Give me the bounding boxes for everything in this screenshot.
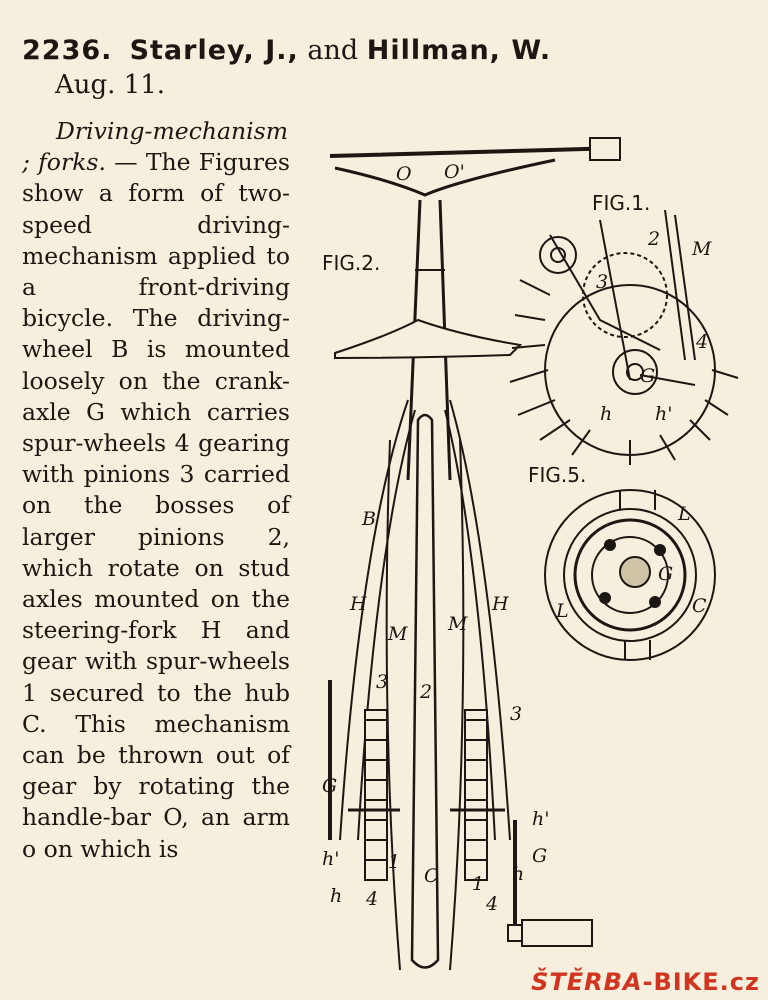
fig2-label-G-left: G	[322, 775, 337, 797]
abstract-body: The Figures show a form of two-speed dri…	[22, 148, 290, 863]
fig1-label-3: 3	[596, 271, 608, 293]
abstract-text: Driving-mechanism ; forks. — The Figures…	[22, 116, 290, 865]
watermark-brand: ŠTĚRBA	[531, 968, 643, 996]
fig2-label-h-prime-right: h'	[532, 808, 549, 830]
watermark-suffix: -BIKE.cz	[642, 968, 760, 996]
fig5-label-G: G	[658, 563, 673, 585]
fig2-label-O: O	[396, 163, 412, 185]
fig5-label-L-top: L	[677, 503, 691, 525]
patent-figures: FIG.2. FIG.1. FIG.5. O O' B H H M M 2 3 …	[322, 137, 739, 971]
figure-2-drawing	[328, 137, 621, 971]
entry-date: Aug. 11.	[55, 70, 166, 100]
fig2-label-3-right: 3	[510, 703, 522, 725]
fig2-label-1-right: 1	[472, 873, 484, 895]
fig2-label-H-right: H	[491, 593, 509, 615]
fig1-label-2: 2	[647, 228, 660, 250]
site-watermark: ŠTĚRBA-BIKE.cz	[531, 968, 760, 996]
fig1-label-G: G	[640, 365, 655, 387]
fig2-label-h-prime-left: h'	[322, 848, 339, 870]
fig2-label-O-prime: O'	[444, 161, 465, 183]
fig2-label: FIG.2.	[322, 251, 380, 275]
conjunction: and	[307, 35, 359, 66]
fig2-label-M-right: M	[447, 613, 468, 635]
fig2-label-C: C	[424, 865, 439, 887]
entry-number: 2236.	[22, 35, 113, 66]
fig1-label-M: M	[691, 238, 712, 260]
fig5-label-L-bottom: L	[555, 600, 569, 622]
figure-5-drawing	[544, 489, 716, 661]
fig2-label-3-left: 3	[376, 671, 388, 693]
fig2-label-1-left: 1	[388, 851, 400, 873]
fig1-label-h: h	[600, 403, 612, 425]
abstract-title: Driving-mechanism ; forks.	[22, 117, 288, 177]
fig5-label-C: C	[692, 595, 707, 617]
fig2-label-G-right: G	[532, 845, 547, 867]
figure-1-drawing	[509, 209, 739, 465]
fig2-label-h-right: h	[512, 863, 524, 885]
author-1: Starley, J.,	[129, 35, 299, 66]
fig2-label-B: B	[361, 508, 376, 530]
entry-header: 2236. Starley, J., and Hillman, W.	[22, 34, 742, 68]
abstract-dash: —	[114, 148, 138, 177]
fig2-label-4-right: 4	[485, 893, 498, 915]
author-2: Hillman, W.	[366, 35, 552, 66]
fig2-label-4-left: 4	[365, 888, 378, 910]
fig1-label: FIG.1.	[592, 191, 650, 215]
fig2-label-h-left: h	[330, 885, 342, 907]
fig1-label-4: 4	[695, 331, 708, 353]
fig5-label: FIG.5.	[528, 463, 586, 487]
fig1-label-h-prime: h'	[655, 403, 672, 425]
fig2-label-H-left: H	[349, 593, 367, 615]
fig2-label-2: 2	[419, 681, 432, 703]
fig2-label-M-left: M	[387, 623, 408, 645]
